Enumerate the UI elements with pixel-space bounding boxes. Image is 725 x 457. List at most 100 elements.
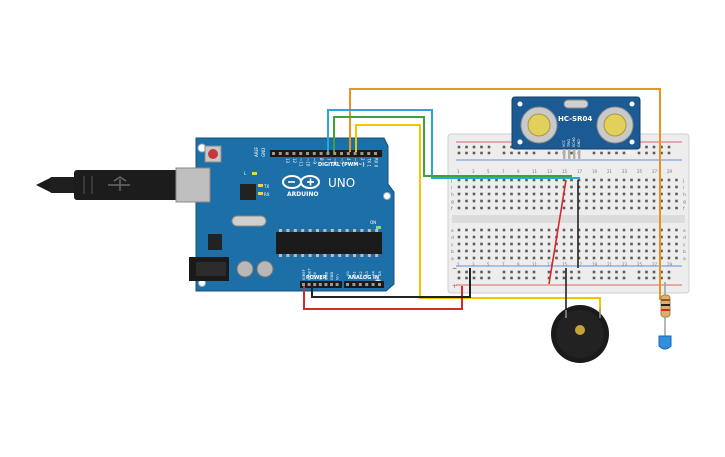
breadboard-hole[interactable] [495, 178, 498, 182]
breadboard-hole[interactable] [615, 249, 618, 253]
breadboard-hole[interactable] [480, 192, 483, 196]
breadboard-hole[interactable] [622, 206, 626, 210]
breadboard-hole[interactable] [585, 235, 588, 239]
breadboard-hole[interactable] [487, 185, 491, 189]
rail-hole[interactable] [480, 276, 483, 280]
breadboard-hole[interactable] [652, 199, 656, 203]
wire-orange-to-resistor[interactable] [349, 88, 661, 300]
breadboard-hole[interactable] [562, 235, 566, 239]
breadboard-hole[interactable] [525, 206, 528, 210]
rail-hole[interactable] [517, 270, 521, 274]
breadboard-hole[interactable] [532, 178, 536, 182]
breadboard-hole[interactable] [517, 199, 521, 203]
breadboard-hole[interactable] [645, 192, 648, 196]
rail-hole[interactable] [600, 276, 603, 280]
breadboard-hole[interactable] [622, 192, 626, 196]
breadboard-hole[interactable] [562, 185, 566, 189]
piezo-buzzer[interactable] [551, 305, 609, 363]
breadboard-hole[interactable] [487, 235, 491, 239]
rail-hole[interactable] [637, 276, 641, 280]
breadboard-hole[interactable] [480, 206, 483, 210]
breadboard-hole[interactable] [667, 242, 671, 246]
rail-hole[interactable] [532, 276, 536, 280]
breadboard-hole[interactable] [630, 192, 633, 196]
sensor-pin[interactable] [563, 149, 566, 159]
breadboard-hole[interactable] [457, 228, 461, 232]
breadboard-hole[interactable] [667, 256, 671, 260]
rail-hole[interactable] [465, 270, 468, 274]
breadboard-hole[interactable] [502, 178, 506, 182]
breadboard-hole[interactable] [547, 178, 551, 182]
wire-black-gnd[interactable] [311, 268, 471, 298]
breadboard-hole[interactable] [457, 242, 461, 246]
rail-hole[interactable] [457, 270, 461, 274]
rail-hole[interactable] [652, 276, 656, 280]
breadboard-hole[interactable] [615, 235, 618, 239]
breadboard-hole[interactable] [592, 256, 596, 260]
power-pin[interactable] [313, 283, 317, 286]
breadboard-hole[interactable] [592, 199, 596, 203]
breadboard-hole[interactable] [510, 192, 513, 196]
breadboard-hole[interactable] [667, 249, 671, 253]
breadboard-hole[interactable] [465, 228, 468, 232]
breadboard-hole[interactable] [630, 242, 633, 246]
digital-pin[interactable] [292, 152, 296, 155]
breadboard-hole[interactable] [675, 228, 678, 232]
digital-pin[interactable] [319, 152, 323, 155]
breadboard-hole[interactable] [660, 178, 663, 182]
breadboard-hole[interactable] [630, 199, 633, 203]
power-pin[interactable] [324, 283, 328, 286]
breadboard-hole[interactable] [637, 206, 641, 210]
rail-hole[interactable] [660, 270, 663, 274]
digital-pin[interactable] [306, 152, 309, 155]
rail-hole[interactable] [457, 276, 461, 280]
breadboard-hole[interactable] [600, 199, 603, 203]
rail-hole[interactable] [652, 270, 656, 274]
rail-hole[interactable] [615, 276, 618, 280]
breadboard-hole[interactable] [652, 206, 656, 210]
breadboard-hole[interactable] [630, 178, 633, 182]
breadboard-hole[interactable] [465, 178, 468, 182]
breadboard-hole[interactable] [525, 242, 528, 246]
breadboard-hole[interactable] [667, 185, 671, 189]
breadboard-hole[interactable] [667, 235, 671, 239]
breadboard-hole[interactable] [555, 242, 558, 246]
breadboard-hole[interactable] [480, 235, 483, 239]
breadboard-hole[interactable] [600, 228, 603, 232]
rail-hole[interactable] [517, 151, 521, 155]
breadboard-hole[interactable] [472, 206, 476, 210]
breadboard-hole[interactable] [607, 249, 611, 253]
breadboard-hole[interactable] [532, 185, 536, 189]
analog-pin[interactable] [378, 283, 381, 286]
breadboard-hole[interactable] [660, 242, 663, 246]
analog-pin[interactable] [371, 283, 375, 286]
breadboard-hole[interactable] [660, 199, 663, 203]
breadboard-hole[interactable] [457, 178, 461, 182]
rail-hole[interactable] [457, 151, 461, 155]
breadboard-hole[interactable] [645, 256, 648, 260]
breadboard-hole[interactable] [600, 185, 603, 189]
rail-hole[interactable] [592, 276, 596, 280]
breadboard-hole[interactable] [540, 256, 543, 260]
sensor-pin[interactable] [573, 149, 576, 159]
breadboard-hole[interactable] [577, 206, 581, 210]
breadboard-hole[interactable] [472, 178, 476, 182]
breadboard-hole[interactable] [585, 185, 588, 189]
wires[interactable] [303, 88, 661, 320]
breadboard-hole[interactable] [472, 192, 476, 196]
analog-pin[interactable] [365, 283, 369, 286]
rail-hole[interactable] [570, 270, 573, 274]
breadboard-hole[interactable] [540, 199, 543, 203]
breadboard-hole[interactable] [547, 206, 551, 210]
breadboard-hole[interactable] [517, 235, 521, 239]
digital-pin-header[interactable] [270, 150, 382, 157]
breadboard-hole[interactable] [570, 228, 573, 232]
breadboard-hole[interactable] [472, 242, 476, 246]
rail-hole[interactable] [547, 151, 551, 155]
rail-hole[interactable] [502, 276, 506, 280]
breadboard-hole[interactable] [457, 249, 461, 253]
breadboard-hole[interactable] [480, 228, 483, 232]
breadboard-hole[interactable] [645, 235, 648, 239]
breadboard-hole[interactable] [630, 206, 633, 210]
